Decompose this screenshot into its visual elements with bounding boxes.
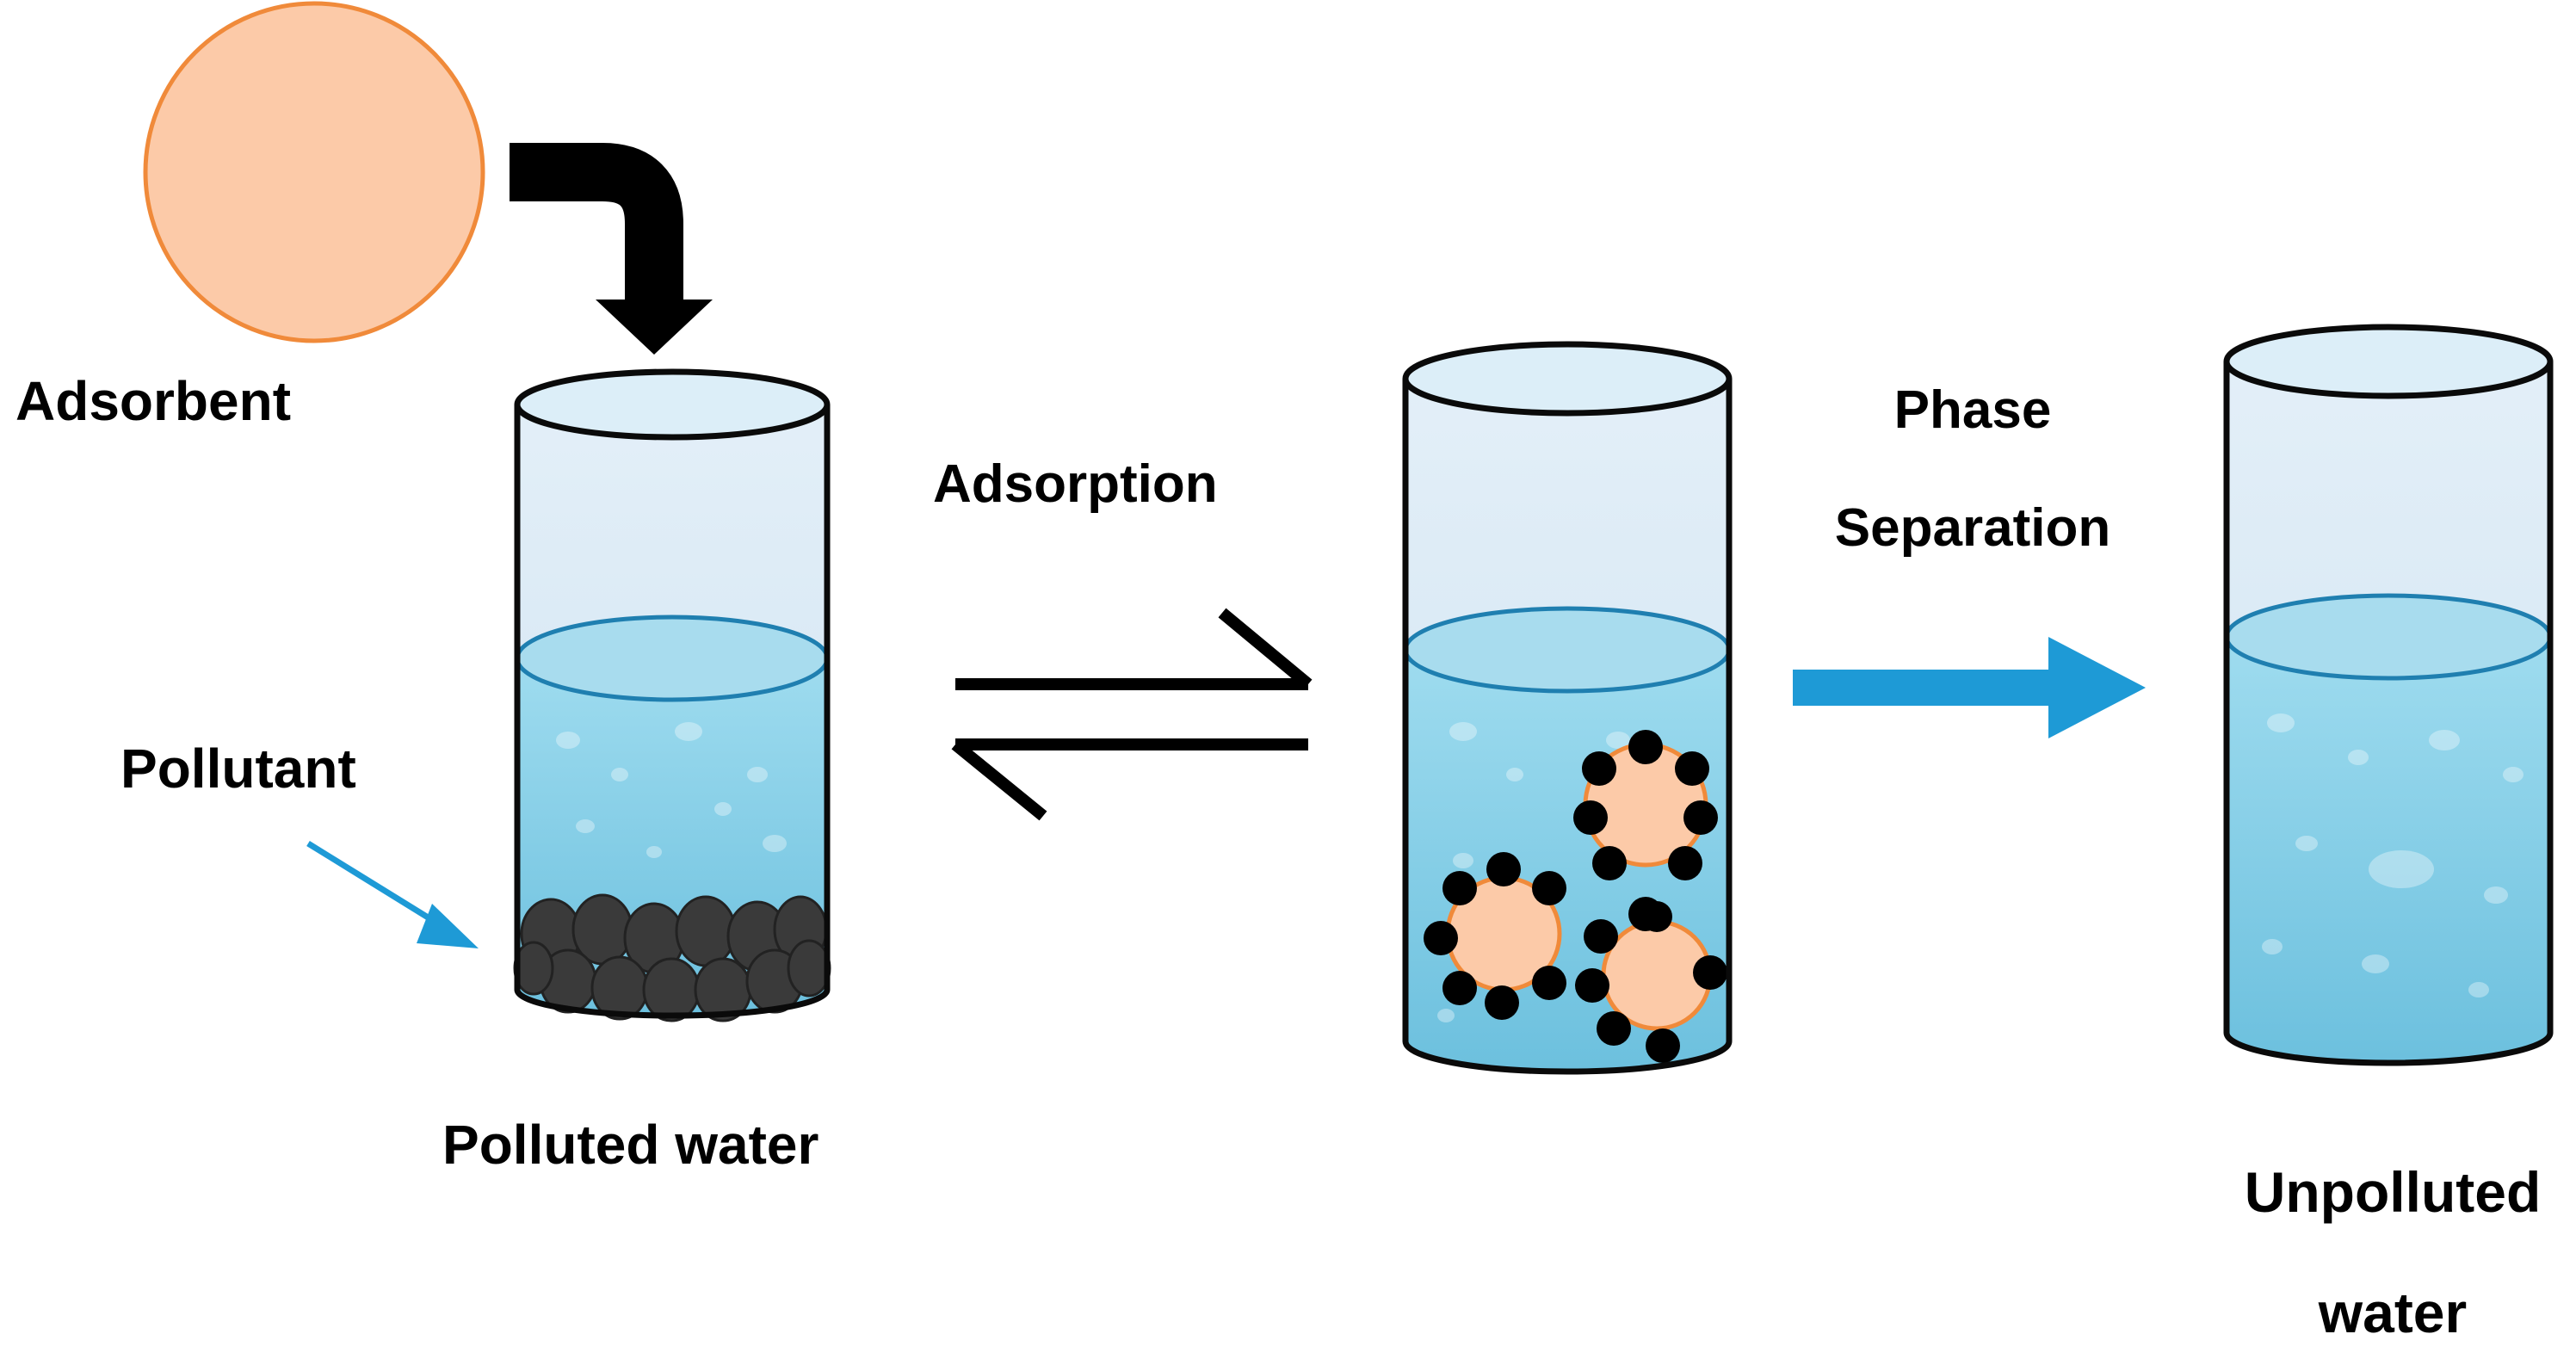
- pollutant-label: Pollutant: [120, 738, 356, 800]
- adsorbent-with-pollutant: [1573, 730, 1718, 880]
- curved-down-arrow-icon: [510, 143, 713, 355]
- polluted-water-label: Polluted water: [442, 1114, 819, 1176]
- phase-label: Phase: [1894, 380, 2052, 440]
- water-droplets: [2262, 713, 2523, 998]
- adsorbent-label: Adsorbent: [15, 370, 291, 432]
- unpolluted-label: Unpolluted: [2245, 1160, 2542, 1224]
- water-droplets: [556, 722, 787, 858]
- adsorbent-particle: [143, 1, 485, 343]
- water-label: water: [2318, 1281, 2467, 1344]
- separation-label: Separation: [1835, 498, 2110, 558]
- right-arrow-icon: [1793, 637, 2146, 738]
- adsorption-label: Adsorption: [933, 454, 1218, 514]
- adsorbent-with-pollutant: [1424, 852, 1566, 1020]
- pollutant-cluster: [513, 893, 831, 1022]
- beaker-unpolluted: [2223, 324, 2554, 1066]
- beaker-adsorption: [1402, 341, 1733, 1075]
- adsorbent-with-pollutant: [1575, 897, 1727, 1063]
- equilibrium-arrows-icon: [951, 608, 1313, 821]
- pointer-arrow-icon: [306, 841, 479, 948]
- beaker-polluted: [513, 368, 831, 1022]
